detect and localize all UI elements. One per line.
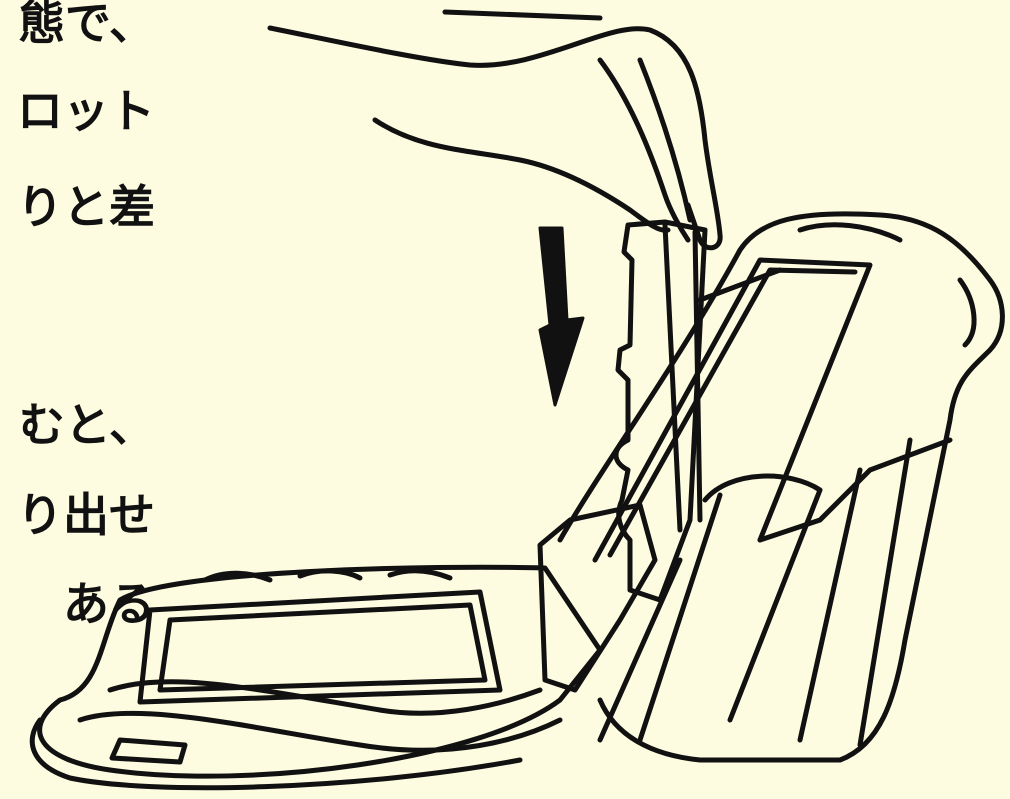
text-line-5: り出せ [17,488,155,542]
text-line-2: ロット [17,84,155,138]
text-line-6: ある [63,577,155,631]
hand-icon [267,9,723,251]
device-icon [29,211,1005,791]
text-line-1: 態で、 [18,0,155,50]
text-line-4: むと、 [18,398,155,452]
text-line-3: りと差 [17,180,155,234]
down-arrow-icon [538,226,585,407]
card-icon [613,219,708,603]
